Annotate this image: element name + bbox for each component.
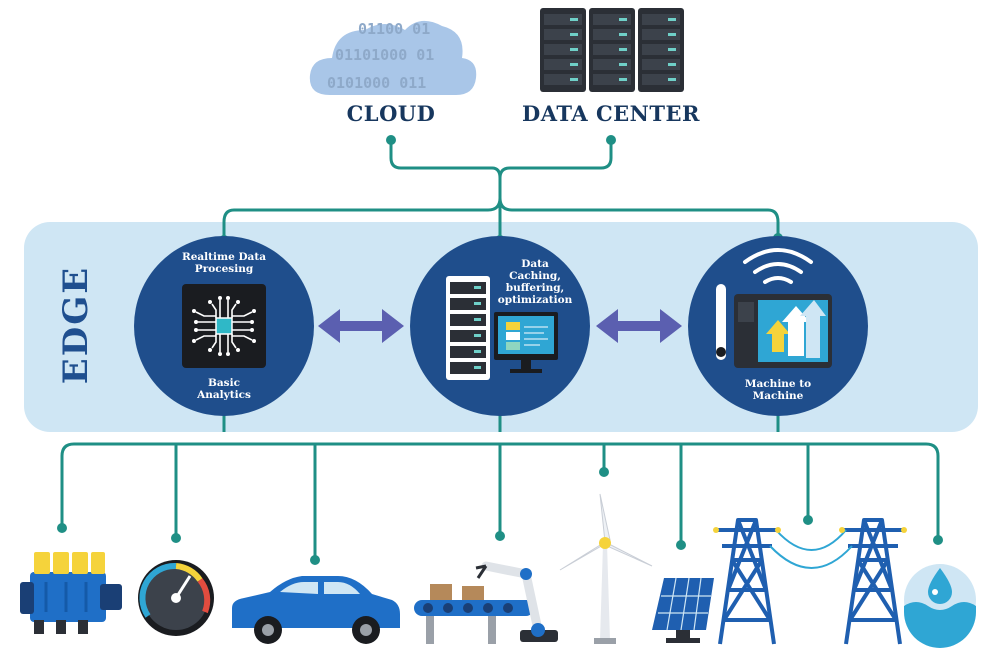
water-drop-icon <box>904 564 976 648</box>
caching-label: Data Caching, buffering, optimization <box>497 258 573 306</box>
engine-icon <box>20 552 122 634</box>
edge-label: EDGE <box>56 265 96 385</box>
power-tower-insulators <box>713 527 907 533</box>
tablet-chart-icon <box>716 248 832 368</box>
arrow-caching-m2m <box>596 309 682 343</box>
cloud-bits-2: 01101000 01 <box>335 46 434 64</box>
gauge-icon <box>138 560 214 636</box>
conveyor-robot-icon <box>414 561 558 644</box>
chip-icon <box>182 284 266 368</box>
cloud-bits-1: 01100 01 <box>358 20 430 38</box>
connectors <box>60 140 940 560</box>
power-tower-icon <box>716 518 904 645</box>
cloud-label: CLOUD <box>346 101 436 126</box>
basic-analytics-label: Basic Analytics <box>197 377 251 401</box>
wind-turbine-icon <box>559 493 653 644</box>
car-icon <box>232 576 400 644</box>
solar-panel-icon <box>652 577 714 643</box>
cloud-icon: 01100 01 01101000 01 0101000 011 <box>309 20 477 95</box>
data-center-label: DATA CENTER <box>522 101 700 126</box>
m2m-label: Machine to Machine <box>744 378 812 402</box>
realtime-processing-label: Realtime Data Procesing <box>181 251 267 275</box>
arrow-realtime-caching <box>318 309 404 343</box>
cloud-bits-3: 0101000 011 <box>327 74 426 92</box>
server-monitor-icon <box>446 276 558 380</box>
server-rack-icon <box>540 8 684 92</box>
